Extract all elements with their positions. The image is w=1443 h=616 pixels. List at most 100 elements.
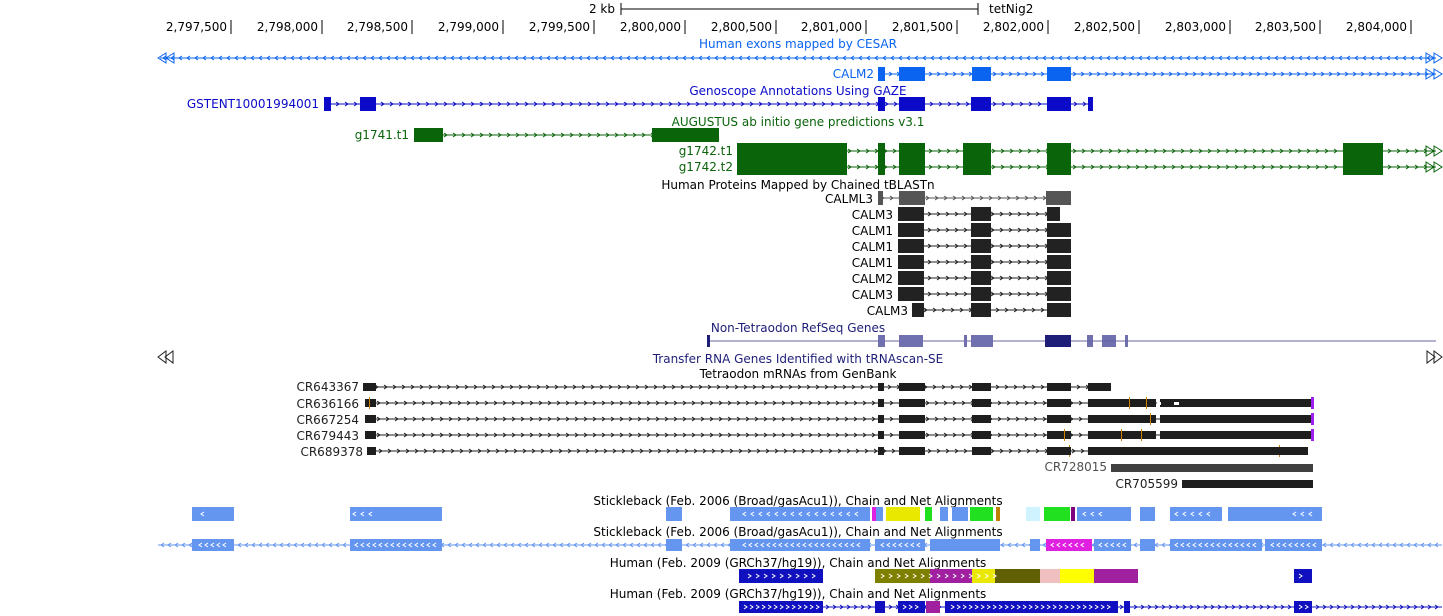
human-chain-blocks[interactable] <box>739 569 1312 583</box>
exon-block <box>1047 415 1071 423</box>
protein-label-calm3-a[interactable]: CALM3 <box>852 208 893 222</box>
track-refseq[interactable]: Non-Tetraodon RefSeq Genes <box>707 321 1436 347</box>
strand-arrows <box>950 604 1111 610</box>
mrna-label-cr643367[interactable]: CR643367 <box>296 380 359 394</box>
ruler-tick-label: 2,798,500 <box>347 20 408 34</box>
mismatch-mark <box>1121 429 1122 441</box>
cesar-feature-calm2[interactable] <box>878 67 1443 81</box>
strand-arrows <box>198 542 227 548</box>
exon-block <box>1047 97 1071 111</box>
mrna-label-cr679443[interactable]: CR679443 <box>296 429 359 443</box>
mismatch-mark <box>1146 397 1147 409</box>
protein-label-calm1-b[interactable]: CALM1 <box>852 240 893 254</box>
track-title-refseq: Non-Tetraodon RefSeq Genes <box>711 321 885 335</box>
exon-block <box>899 67 925 81</box>
exon-block <box>365 431 376 439</box>
mrna-features[interactable] <box>363 383 1314 488</box>
chain-block <box>1044 507 1070 521</box>
exon-block <box>1047 431 1071 439</box>
protein-label-calml3[interactable]: CALML3 <box>825 192 873 206</box>
track-augustus[interactable]: AUGUSTUS ab initio gene predictions v3.1… <box>355 115 1443 175</box>
human-net-blocks[interactable] <box>739 601 1442 613</box>
strand-arrows <box>162 55 1431 61</box>
chain-block <box>1077 507 1131 521</box>
net-block <box>1265 539 1322 551</box>
mrna-label-cr636166[interactable]: CR636166 <box>296 397 359 411</box>
track-title-stickleback-net: Stickleback (Feb. 2006 (Broad/gasAcu1)),… <box>593 525 1002 539</box>
net-block <box>1124 601 1130 613</box>
track-title-gaze: Genoscope Annotations Using GAZE <box>689 84 906 98</box>
mismatch-mark <box>1129 397 1130 409</box>
chain-block <box>952 507 968 521</box>
tblastn-features[interactable] <box>878 191 1071 317</box>
exon-block <box>972 447 991 455</box>
mrna-label-cr667254[interactable]: CR667254 <box>296 413 359 427</box>
net-block <box>875 539 925 551</box>
exon-block <box>971 303 991 317</box>
gene-label-g1742-t2[interactable]: g1742.t2 <box>679 160 733 174</box>
offscreen-right-arrow <box>1425 161 1443 173</box>
mrna-label-cr689378[interactable]: CR689378 <box>300 445 363 459</box>
gene-label-gstent[interactable]: GSTENT10001994001 <box>187 97 319 111</box>
net-block <box>1094 539 1131 551</box>
exon-block <box>972 415 991 423</box>
net-block <box>739 601 823 613</box>
track-stickleback-net[interactable]: Stickleback (Feb. 2006 (Broad/gasAcu1)),… <box>158 525 1442 551</box>
track-mrnas[interactable]: Tetraodon mRNAs from GenBank CR643367 CR… <box>296 367 1314 491</box>
strand-arrows <box>1270 542 1317 548</box>
augustus-features[interactable] <box>414 128 1443 175</box>
exon-block <box>1047 255 1071 269</box>
gaze-feature[interactable] <box>324 97 1093 111</box>
track-tblastn[interactable]: Human Proteins Mapped by Chained tBLASTn… <box>661 178 1071 318</box>
exon-block <box>899 97 925 111</box>
exon-block <box>899 143 925 159</box>
exon-block <box>971 287 991 301</box>
stickleback-net-blocks[interactable] <box>158 539 1442 551</box>
exon-block <box>898 255 924 269</box>
ruler-tick-label: 2,803,500 <box>1255 20 1316 34</box>
track-human-net[interactable]: Human (Feb. 2009 (GRCh37/hg19)), Chain a… <box>610 587 1442 613</box>
track-human-chain[interactable]: Human (Feb. 2009 (GRCh37/hg19)), Chain a… <box>610 556 1312 583</box>
exon-block <box>971 335 993 347</box>
track-gaze[interactable]: Genoscope Annotations Using GAZE GSTENT1… <box>187 84 1093 111</box>
protein-label-calm1-c[interactable]: CALM1 <box>852 256 893 270</box>
stickleback-chain-blocks[interactable] <box>192 507 1322 521</box>
strand-arrows <box>747 573 816 579</box>
exon-block <box>365 399 376 407</box>
exon-block <box>899 335 923 347</box>
cesar-track-line <box>157 52 1443 64</box>
net-block <box>730 539 870 551</box>
protein-label-calm3-c[interactable]: CALM3 <box>867 304 908 318</box>
gene-label-g1741-t1[interactable]: g1741.t1 <box>355 128 409 142</box>
exon-block <box>912 303 924 317</box>
exon-block <box>971 97 991 111</box>
offscreen-left-arrow <box>157 52 175 64</box>
refseq-features[interactable] <box>707 335 1436 347</box>
gene-label-calm2-cesar[interactable]: CALM2 <box>833 67 874 81</box>
track-cesar[interactable]: Human exons mapped by CESAR CALM2 <box>157 37 1443 81</box>
track-title-human-net: Human (Feb. 2009 (GRCh37/hg19)), Chain a… <box>610 587 987 601</box>
mrna-label-cr728015[interactable]: CR728015 <box>1044 460 1107 474</box>
offscreen-right-arrow <box>1425 68 1443 80</box>
chain-block <box>930 569 972 583</box>
track-trnascan[interactable]: Transfer RNA Genes Identified with tRNAs… <box>157 350 1443 366</box>
protein-label-calm1-a[interactable]: CALM1 <box>852 224 893 238</box>
net-block <box>1294 601 1312 613</box>
exon-block <box>898 271 924 285</box>
exon-block <box>1045 335 1071 347</box>
strand-arrows <box>1098 542 1127 548</box>
gene-label-g1742-t1[interactable]: g1742.t1 <box>679 144 733 158</box>
mrna-label-cr705599[interactable]: CR705599 <box>1115 477 1178 491</box>
track-title-cesar: Human exons mapped by CESAR <box>699 37 897 51</box>
track-stickleback-chain[interactable]: Stickleback (Feb. 2006 (Broad/gasAcu1)),… <box>192 494 1322 521</box>
trnascan-offscreen-arrows[interactable] <box>157 350 1443 364</box>
protein-label-calm2[interactable]: CALM2 <box>852 272 893 286</box>
offscreen-right-arrow <box>1425 145 1443 157</box>
mismatch-mark <box>1141 429 1142 441</box>
exon-block <box>878 191 883 205</box>
gap-mark <box>1157 402 1161 405</box>
exon-block <box>899 431 925 439</box>
protein-label-calm3-b[interactable]: CALM3 <box>852 288 893 302</box>
